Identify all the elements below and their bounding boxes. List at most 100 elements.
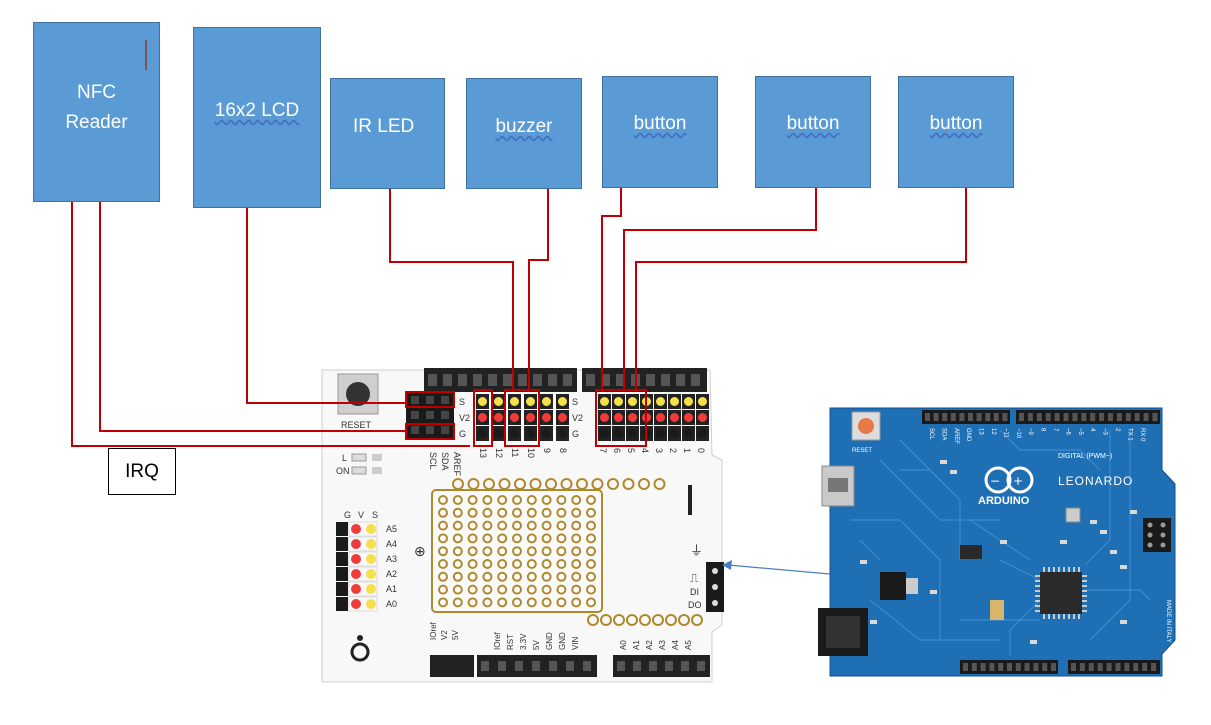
wire-lcd bbox=[246, 208, 406, 404]
leo-header-slot bbox=[1088, 663, 1094, 671]
stacking-arrow bbox=[722, 560, 831, 575]
leo-header-slot bbox=[1002, 413, 1008, 421]
leo-header-slot bbox=[1134, 413, 1140, 421]
leo-reset-button[interactable] bbox=[851, 411, 881, 441]
leo-mcu-chip bbox=[1040, 572, 1082, 614]
led-on-label: ON bbox=[336, 466, 350, 476]
leo-smd-part bbox=[940, 460, 947, 464]
ir-led-label: IR LED bbox=[353, 116, 415, 137]
leo-header-slot bbox=[989, 663, 995, 671]
power-pin-label: 5V bbox=[532, 640, 541, 650]
pcb-trace bbox=[850, 519, 941, 640]
shield-left-header-label: SDA bbox=[440, 452, 450, 471]
proto-hole bbox=[526, 520, 537, 531]
button-1-label: button bbox=[633, 113, 687, 134]
proto-hole bbox=[467, 533, 478, 544]
leo-smd-part bbox=[1110, 550, 1117, 554]
ground-symbol: ⏚ bbox=[690, 543, 703, 558]
proto-hole bbox=[541, 597, 552, 608]
digital-pin bbox=[670, 413, 679, 422]
leo-pin-label: ~3 bbox=[1102, 428, 1108, 436]
leo-header-slot bbox=[993, 413, 999, 421]
wires bbox=[71, 188, 967, 447]
proto-hole bbox=[571, 507, 582, 518]
mcu-pin bbox=[1043, 567, 1045, 572]
leo-header-slot bbox=[1036, 413, 1042, 421]
leo-header-slot bbox=[950, 413, 956, 421]
proto-hole bbox=[467, 597, 478, 608]
digital-pin bbox=[684, 413, 693, 422]
header-slot bbox=[697, 661, 705, 671]
leo-smd-part bbox=[1120, 620, 1127, 624]
proto-hole bbox=[482, 507, 493, 518]
header-slot bbox=[601, 374, 610, 386]
leo-smd-part bbox=[950, 470, 957, 474]
analog-bottom-label: A5 bbox=[684, 640, 693, 650]
power-pin-label: RST bbox=[506, 634, 515, 650]
proto-hole bbox=[482, 520, 493, 531]
proto-hole bbox=[512, 546, 522, 557]
arduino-leonardo-board: RESET − + ARDUINO LEONARDO DIGITAL (PWM~… bbox=[818, 407, 1176, 677]
mcu-pin bbox=[1068, 614, 1070, 619]
shield-left-header-label: AREF bbox=[452, 452, 462, 477]
mcu-pin bbox=[1078, 614, 1080, 619]
svg-text:+: + bbox=[1013, 474, 1023, 488]
header-slot bbox=[691, 374, 700, 386]
shield-header-right bbox=[582, 368, 707, 392]
header-slot bbox=[563, 374, 572, 386]
mcu-pin bbox=[1073, 567, 1075, 572]
leo-smd-part bbox=[1060, 540, 1067, 544]
digital-pin bbox=[542, 429, 551, 438]
leo-pin-label: 8 bbox=[1040, 428, 1046, 432]
proto-hole bbox=[586, 546, 596, 557]
power-pin-label: GND bbox=[545, 632, 554, 650]
header-slot bbox=[533, 374, 542, 386]
digital-pin bbox=[684, 397, 693, 406]
digital-pin bbox=[656, 429, 665, 438]
header-slot bbox=[481, 661, 489, 671]
header-slot bbox=[488, 374, 497, 386]
i2c-pin bbox=[426, 426, 434, 434]
proto-hole bbox=[438, 571, 448, 582]
shield-reset-button[interactable] bbox=[337, 373, 379, 415]
mcu-pin bbox=[1053, 567, 1055, 572]
bottom-hole bbox=[691, 614, 703, 626]
digital-pin-label: 5 bbox=[626, 448, 636, 453]
analog-pin-label: A3 bbox=[386, 554, 397, 564]
proto-hole bbox=[541, 571, 552, 582]
leo-header-slot bbox=[1042, 663, 1048, 671]
bottom-hole bbox=[639, 614, 651, 626]
proto-hole bbox=[556, 533, 567, 544]
header-slot bbox=[532, 661, 540, 671]
analog-pin-label: A4 bbox=[386, 539, 397, 549]
bottom-hole bbox=[678, 614, 690, 626]
digital-pin bbox=[510, 397, 519, 406]
proto-hole bbox=[526, 584, 537, 595]
proto-hole bbox=[467, 546, 478, 557]
proto-hole bbox=[452, 559, 463, 569]
leo-pin-label: ~11 bbox=[1002, 428, 1008, 438]
proto-hole bbox=[556, 507, 567, 518]
gpio-hole bbox=[591, 478, 604, 490]
proto-hole bbox=[571, 533, 582, 544]
mcu-pin bbox=[1035, 590, 1040, 592]
pulse-symbol: ⎍ bbox=[690, 571, 699, 585]
proto-hole bbox=[526, 495, 537, 505]
analog-header-label: G bbox=[344, 510, 351, 520]
row-label-left: V2 bbox=[459, 413, 470, 423]
digital-pin bbox=[526, 429, 535, 438]
digital-pin bbox=[558, 413, 567, 422]
analog-pin-s bbox=[366, 584, 376, 594]
gpio-hole bbox=[622, 478, 635, 490]
leo-header-slot bbox=[1115, 663, 1121, 671]
proto-hole bbox=[497, 533, 508, 544]
digital-pin bbox=[558, 429, 567, 438]
leo-smd-part bbox=[1120, 565, 1127, 569]
header-slot bbox=[617, 661, 625, 671]
leo-crystal bbox=[1065, 507, 1081, 523]
proto-hole bbox=[571, 495, 582, 505]
header-slot bbox=[676, 374, 685, 386]
digital-pin bbox=[478, 429, 487, 438]
mcu-pin bbox=[1082, 600, 1087, 602]
